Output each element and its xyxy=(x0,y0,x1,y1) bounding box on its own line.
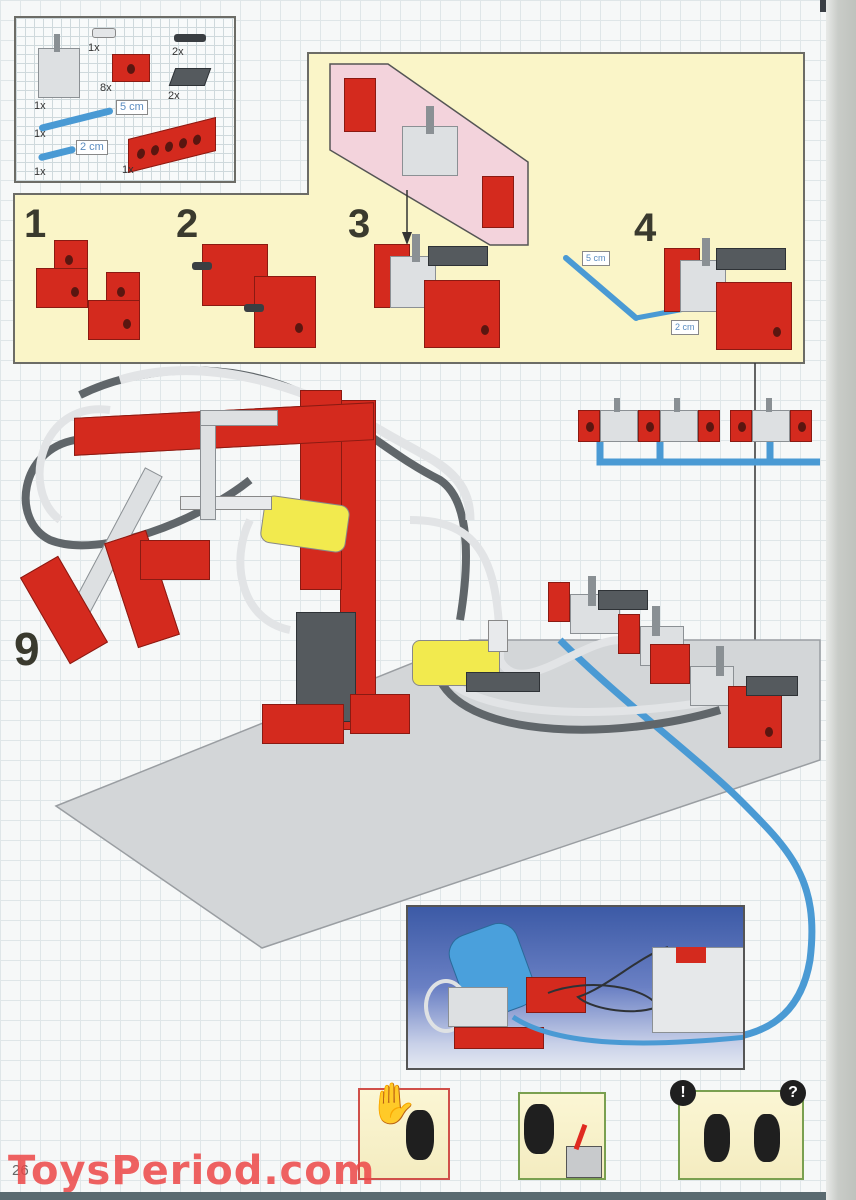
base-bricks xyxy=(454,1027,544,1049)
character-icon xyxy=(406,1110,434,1160)
character-right-icon xyxy=(754,1114,780,1162)
tube-2cm-part xyxy=(37,145,77,162)
technic-brick-1x2-part xyxy=(112,54,150,82)
parts-list-box: 1x 1x 8x 2x 2x 5 cm 1x 2 cm 1x 1x xyxy=(14,16,236,183)
plate-qty: 2x xyxy=(168,90,180,102)
valve-qty: 1x xyxy=(34,100,46,112)
bottom-edge xyxy=(0,1192,826,1200)
question-bubble-icon: ? xyxy=(780,1080,806,1106)
valve-lever xyxy=(54,34,60,52)
step-9-number: 9 xyxy=(14,623,40,675)
step-1-number: 1 xyxy=(24,202,47,246)
discuss-pictogram: ! ? xyxy=(670,1080,806,1180)
pull-apart-pictogram xyxy=(518,1092,606,1180)
pump-housing xyxy=(448,987,508,1027)
battery-switch xyxy=(676,947,706,963)
t-piece-qty: 1x xyxy=(88,42,100,54)
pneumatic-valve-part xyxy=(38,48,80,98)
motor-bricks xyxy=(526,977,586,1013)
character-left-icon xyxy=(704,1114,730,1162)
exclamation-bubble-icon: ! xyxy=(670,1080,696,1106)
technic-brick-1x6-part xyxy=(128,117,216,173)
step-4-tube-2cm-label: 2 cm xyxy=(671,320,699,335)
tube-2cm-qty: 1x xyxy=(34,166,46,178)
pin-qty: 2x xyxy=(172,46,184,58)
grey-box-icon xyxy=(566,1146,602,1178)
stop-warning-pictogram: ✋ xyxy=(358,1084,450,1180)
tube-5cm-qty: 1x xyxy=(34,128,46,140)
step-4-tube-5cm-label: 5 cm xyxy=(582,251,610,266)
page-number: 26 xyxy=(12,1162,29,1179)
page-spine xyxy=(826,0,856,1200)
step-4-number: 4 xyxy=(634,206,657,250)
brick-1x2-qty: 8x xyxy=(100,82,112,94)
step-2-number: 2 xyxy=(176,202,199,246)
power-cable xyxy=(511,946,743,1046)
tube-5cm-label: 5 cm xyxy=(116,100,148,115)
t-piece-part xyxy=(92,28,116,38)
step-3-number: 3 xyxy=(348,202,371,246)
pneumatic-pin-part xyxy=(174,34,206,42)
compressor-inset xyxy=(406,905,745,1070)
tube-2cm-label: 2 cm xyxy=(76,140,108,155)
character-icon xyxy=(524,1104,554,1154)
tube-5cm-part xyxy=(38,106,114,133)
plate-2x2-part xyxy=(168,68,212,86)
brick-1x6-qty: 1x xyxy=(122,164,134,176)
watermark: ToysPeriod.com xyxy=(8,1148,376,1194)
